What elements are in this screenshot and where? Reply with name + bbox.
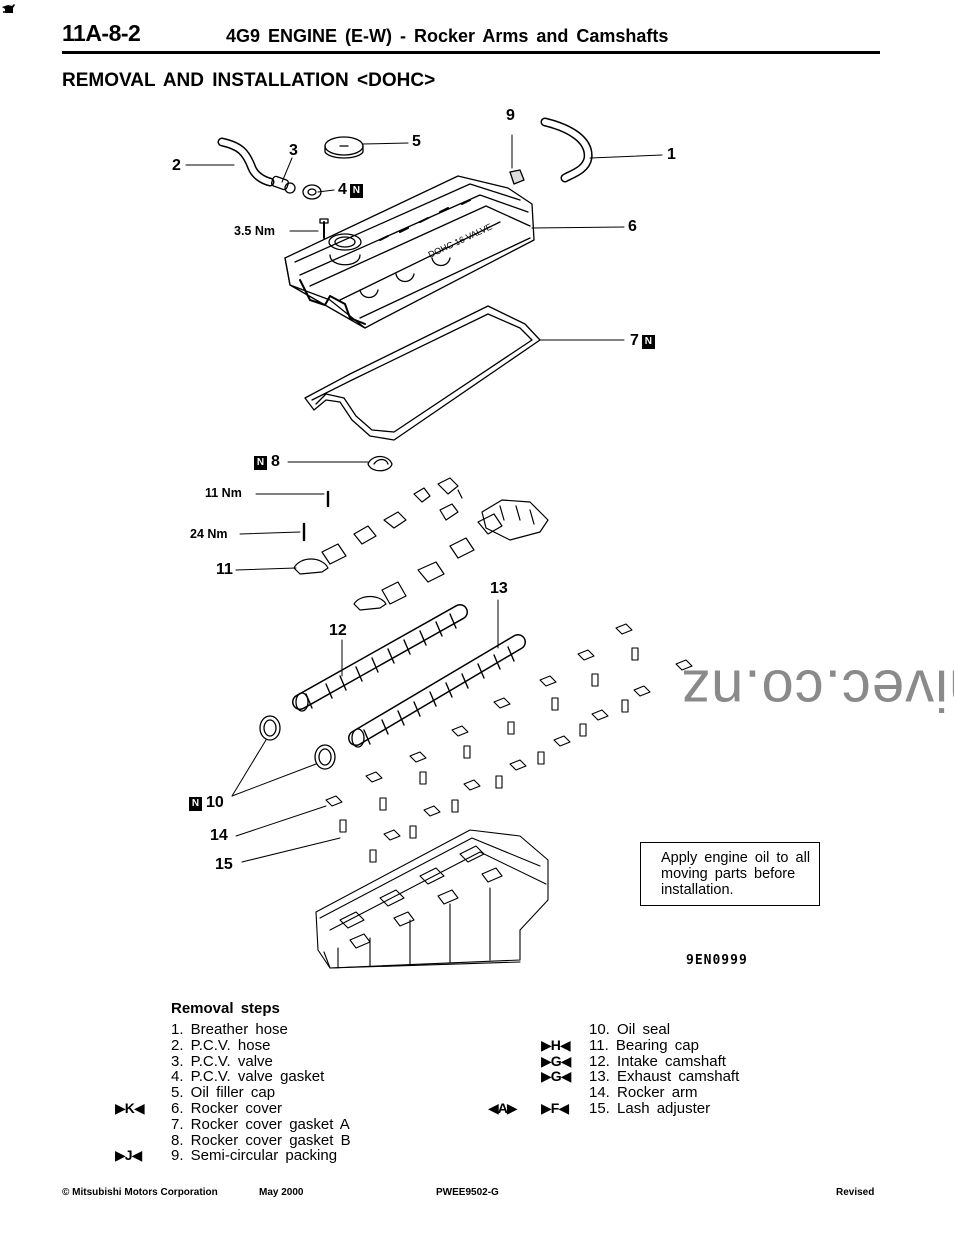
- breather-hose-illustration: [540, 117, 593, 183]
- removal-step: ▶J◀ 9. Semi-circular packing: [115, 1147, 351, 1165]
- bearing-caps-illustration: [293, 477, 549, 611]
- callout-11: 11: [216, 561, 233, 578]
- callout-10-number: 10: [206, 794, 224, 811]
- step-text: 4. P.C.V. valve gasket: [171, 1068, 325, 1086]
- step-marker-a: ◀A▶: [488, 1099, 518, 1116]
- callout-1: 1: [667, 146, 676, 163]
- step-marker: ▶J◀: [115, 1147, 142, 1164]
- step-marker-b: ▶H◀: [541, 1036, 571, 1053]
- header-rule: [62, 51, 880, 54]
- removal-step: 14. Rocker arm: [589, 1085, 739, 1101]
- step-text: 1. Breather hose: [171, 1021, 288, 1038]
- callout-13: 13: [490, 580, 508, 597]
- footer-doc-code: PWEE9502-G: [436, 1187, 499, 1198]
- leader-lines: [185, 142, 663, 863]
- torque-3-5nm: 3.5 Nm: [234, 224, 275, 238]
- removal-steps-right: 10. Oil seal ▶H◀ 11. Bearing cap ▶G◀ 12. Int…: [488, 1022, 740, 1117]
- callout-8-number: 8: [271, 453, 280, 470]
- step-marker-b: ▶F◀: [541, 1099, 569, 1116]
- step-text: 15. Lash adjuster: [589, 1099, 711, 1117]
- new-part-mark-4: N: [349, 184, 363, 198]
- cylinder-head-illustration: [315, 829, 549, 969]
- callout-4-number: 4: [338, 181, 347, 198]
- semicircular-packing-illustration: [509, 134, 525, 185]
- removal-step: 10. Oil seal: [589, 1022, 739, 1038]
- cap-bolts-illustration: [302, 490, 330, 542]
- step-text: 13. Exhaust camshaft: [589, 1068, 740, 1086]
- section-title: REMOVAL AND INSTALLATION <DOHC>: [62, 70, 436, 91]
- removal-step: 4. P.C.V. valve gasket: [171, 1069, 351, 1085]
- step-text: 2. P.C.V. hose: [171, 1036, 271, 1054]
- callout-10: N 10: [189, 794, 224, 812]
- step-text: 11. Bearing cap: [589, 1036, 699, 1054]
- step-text: 9. Semi-circular packing: [171, 1147, 338, 1165]
- removal-step: 5. Oil filler cap: [171, 1085, 351, 1101]
- step-marker: ▶K◀: [115, 1099, 145, 1116]
- rocker-cover-gasket-b-illustration: [367, 455, 393, 472]
- removal-step: ▶G◀ 13. Exhaust camshaft: [541, 1068, 740, 1086]
- callout-2: 2: [172, 157, 181, 174]
- page-code: 11A-8-2: [62, 20, 141, 46]
- new-part-mark-7: N: [641, 335, 655, 349]
- callout-9: 9: [506, 107, 515, 124]
- exploded-diagram: DOHC 16 VALVE: [2, 4, 820, 969]
- oil-seals-illustration: [259, 715, 336, 770]
- step-marker-b: ▶G◀: [541, 1052, 571, 1069]
- rocker-cover-illustration: DOHC 16 VALVE: [284, 175, 535, 329]
- removal-step: ◀A▶ ▶F◀ 15. Lash adjuster: [488, 1099, 739, 1117]
- intake-camshaft-illustration: [292, 604, 468, 712]
- pcv-valve-illustration: [270, 175, 296, 194]
- step-text: 6. Rocker cover: [171, 1099, 283, 1117]
- removal-step: 1. Breather hose: [171, 1022, 351, 1038]
- removal-step: 8. Rocker cover gasket B: [171, 1131, 351, 1149]
- rocker-bolt-illustration: [319, 218, 329, 239]
- rocker-cover-gasket-illustration: [304, 305, 541, 441]
- step-text: 5. Oil filler cap: [171, 1084, 276, 1102]
- exhaust-camshaft-illustration: [348, 634, 526, 748]
- step-text: 3. P.C.V. valve: [171, 1052, 273, 1070]
- new-part-mark-8: N: [254, 456, 267, 470]
- removal-steps-title: Removal steps: [171, 1000, 280, 1017]
- removal-step: 3. P.C.V. valve: [171, 1052, 351, 1070]
- callout-5: 5: [412, 133, 421, 150]
- footer-status: Revised: [836, 1187, 875, 1198]
- removal-step: ▶G◀ 12. Intake camshaft: [541, 1052, 739, 1070]
- step-marker-b: ▶G◀: [541, 1068, 571, 1085]
- oil-note-box: Apply engine oil to all moving parts bef…: [640, 842, 820, 906]
- rocker-arms-illustration: [325, 623, 693, 863]
- callout-12: 12: [329, 622, 347, 639]
- torque-11nm: 11 Nm: [205, 486, 242, 500]
- removal-step: ▶K◀ 6. Rocker cover: [115, 1099, 351, 1117]
- callout-3: 3: [289, 142, 298, 159]
- header-title: 4G9 ENGINE (E-W) - Rocker Arms and Camsh…: [226, 26, 669, 46]
- step-text: 8. Rocker cover gasket B: [171, 1131, 351, 1149]
- step-text: 7. Rocker cover gasket A: [171, 1115, 350, 1133]
- footer-date: May 2000: [259, 1187, 304, 1198]
- step-text: 10. Oil seal: [589, 1021, 671, 1038]
- oil-can-icon: [2, 4, 15, 13]
- step-text: 12. Intake camshaft: [589, 1052, 726, 1070]
- removal-step: ▶H◀ 11. Bearing cap: [541, 1036, 739, 1054]
- diagram-drawing: DOHC 16 VALVE: [185, 117, 693, 969]
- torque-24nm: 24 Nm: [190, 527, 228, 541]
- oil-filler-cap-illustration: [324, 136, 364, 159]
- callout-15: 15: [215, 856, 233, 873]
- removal-step: 7. Rocker cover gasket A: [171, 1115, 351, 1133]
- callout-7-number: 7: [630, 332, 639, 349]
- oil-note-text: Apply engine oil to all moving parts bef…: [661, 850, 811, 898]
- pcv-hose-illustration: [217, 137, 275, 187]
- figure-code: 9EN0999: [686, 953, 748, 968]
- removal-step: 2. P.C.V. hose: [171, 1036, 351, 1054]
- callout-6: 6: [628, 218, 637, 235]
- callout-14: 14: [210, 827, 228, 844]
- new-part-mark-10: N: [189, 797, 202, 811]
- step-text: 14. Rocker arm: [589, 1084, 698, 1102]
- footer-copyright: © Mitsubishi Motors Corporation: [62, 1187, 218, 1198]
